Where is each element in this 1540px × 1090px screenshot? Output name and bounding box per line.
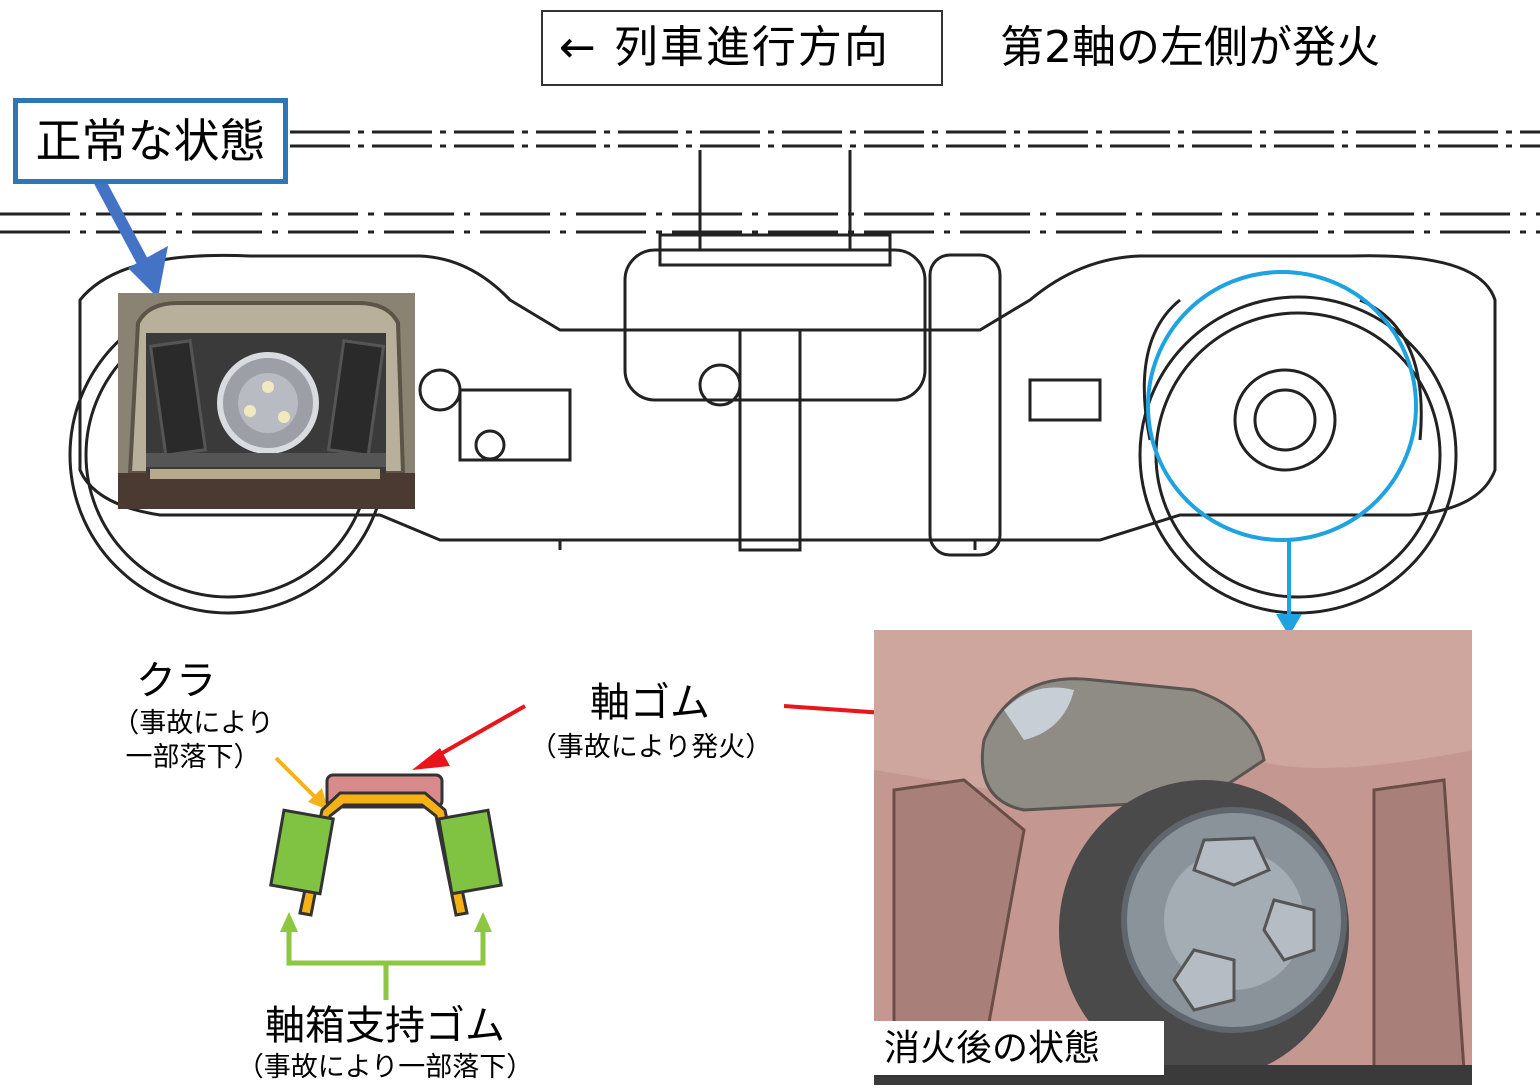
axle-box-rubber-note: （事故により一部落下） [236, 1052, 534, 1083]
kura-note-line2: 一部落下） [125, 742, 261, 773]
left-support-rubber [269, 808, 335, 896]
kura-label: クラ [136, 658, 216, 704]
kura-note-line1: （事故により [112, 708, 274, 739]
axle-box-rubber-label: 軸箱支持ゴム [265, 1003, 505, 1049]
orange-arrow-icon [308, 788, 328, 810]
normal-state-callout: 正常な状態 [13, 98, 288, 184]
burned-axle-box-image [874, 630, 1472, 1085]
after-extinguish-caption: 消火後の状態 [874, 1021, 1164, 1077]
green-bracket [286, 930, 486, 966]
green-arrow-right-icon [474, 912, 492, 932]
fire-location-label: 第2軸の左側が発火 [1000, 22, 1380, 73]
kura-bracket [298, 791, 469, 917]
green-arrow-left-icon [280, 912, 298, 932]
axle-rubber-label: 軸ゴム [590, 680, 710, 726]
right-support-rubber [437, 808, 503, 896]
axle-rubber-note: （事故により発火） [529, 732, 773, 763]
down-arrow-icon [1276, 614, 1302, 636]
callout-arrow-icon [128, 246, 168, 298]
normal-state-photo [118, 293, 415, 509]
after-extinguish-photo: 消火後の状態 [874, 630, 1472, 1085]
red-arrow-icon [412, 748, 450, 770]
travel-direction-label: ← 列車進行方向 [541, 10, 943, 86]
normal-axle-box-image [118, 293, 415, 509]
highlight-circle [1146, 270, 1418, 542]
